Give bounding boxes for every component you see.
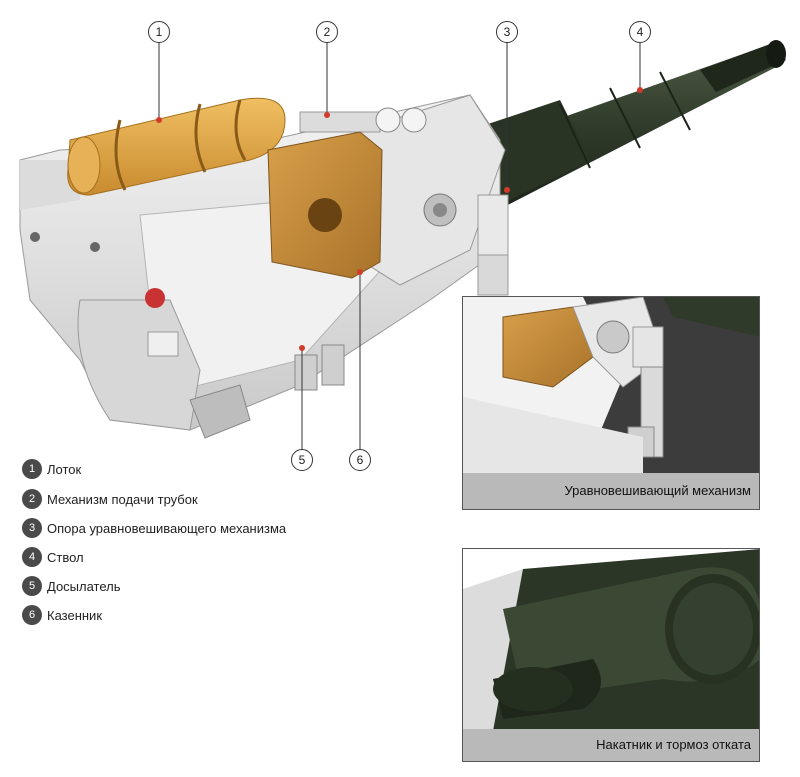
callout-4: 4 <box>629 21 651 43</box>
legend-number: 4 <box>22 547 42 567</box>
legend-label: Механизм подачи трубок <box>47 491 198 507</box>
legend-label: Ствол <box>47 549 84 565</box>
leader-dots <box>156 87 643 351</box>
gun-mount-illustration <box>19 40 786 449</box>
inset-recoil-brake: Накатник и тормоз отката <box>462 548 760 762</box>
inset-recoil-illustration <box>463 549 759 731</box>
callout-2: 2 <box>316 21 338 43</box>
breech <box>267 131 383 279</box>
inset-balancing-illustration <box>463 297 759 473</box>
legend-item: 6 Казенник <box>22 604 102 626</box>
legend-number: 3 <box>22 518 42 538</box>
callout-3: 3 <box>496 21 518 43</box>
legend-item: 3 Опора уравновешивающего механизма <box>22 517 286 539</box>
legend-number: 6 <box>22 605 42 625</box>
inset-balancing-mechanism: Уравновешивающий механизм <box>462 296 760 510</box>
inset-caption: Накатник и тормоз отката <box>463 729 759 761</box>
leader-lines <box>158 42 641 449</box>
legend-item: 5 Досылатель <box>22 575 121 597</box>
inset-caption: Уравновешивающий механизм <box>463 473 759 509</box>
callout-6: 6 <box>349 449 371 471</box>
callout-5: 5 <box>291 449 313 471</box>
callout-1: 1 <box>148 21 170 43</box>
barrel <box>470 40 786 210</box>
legend-number: 1 <box>22 459 42 479</box>
legend-label: Казенник <box>47 607 103 623</box>
legend-item: 4 Ствол <box>22 546 84 568</box>
legend-label: Лоток <box>47 461 82 477</box>
legend-label: Досылатель <box>47 578 121 594</box>
legend-item: 1 Лоток <box>22 458 81 480</box>
legend-item: 2 Механизм подачи трубок <box>22 488 198 510</box>
legend-number: 5 <box>22 576 42 596</box>
legend-number: 2 <box>22 489 42 509</box>
legend-label: Опора уравновешивающего механизма <box>47 520 287 536</box>
tray <box>67 97 286 196</box>
